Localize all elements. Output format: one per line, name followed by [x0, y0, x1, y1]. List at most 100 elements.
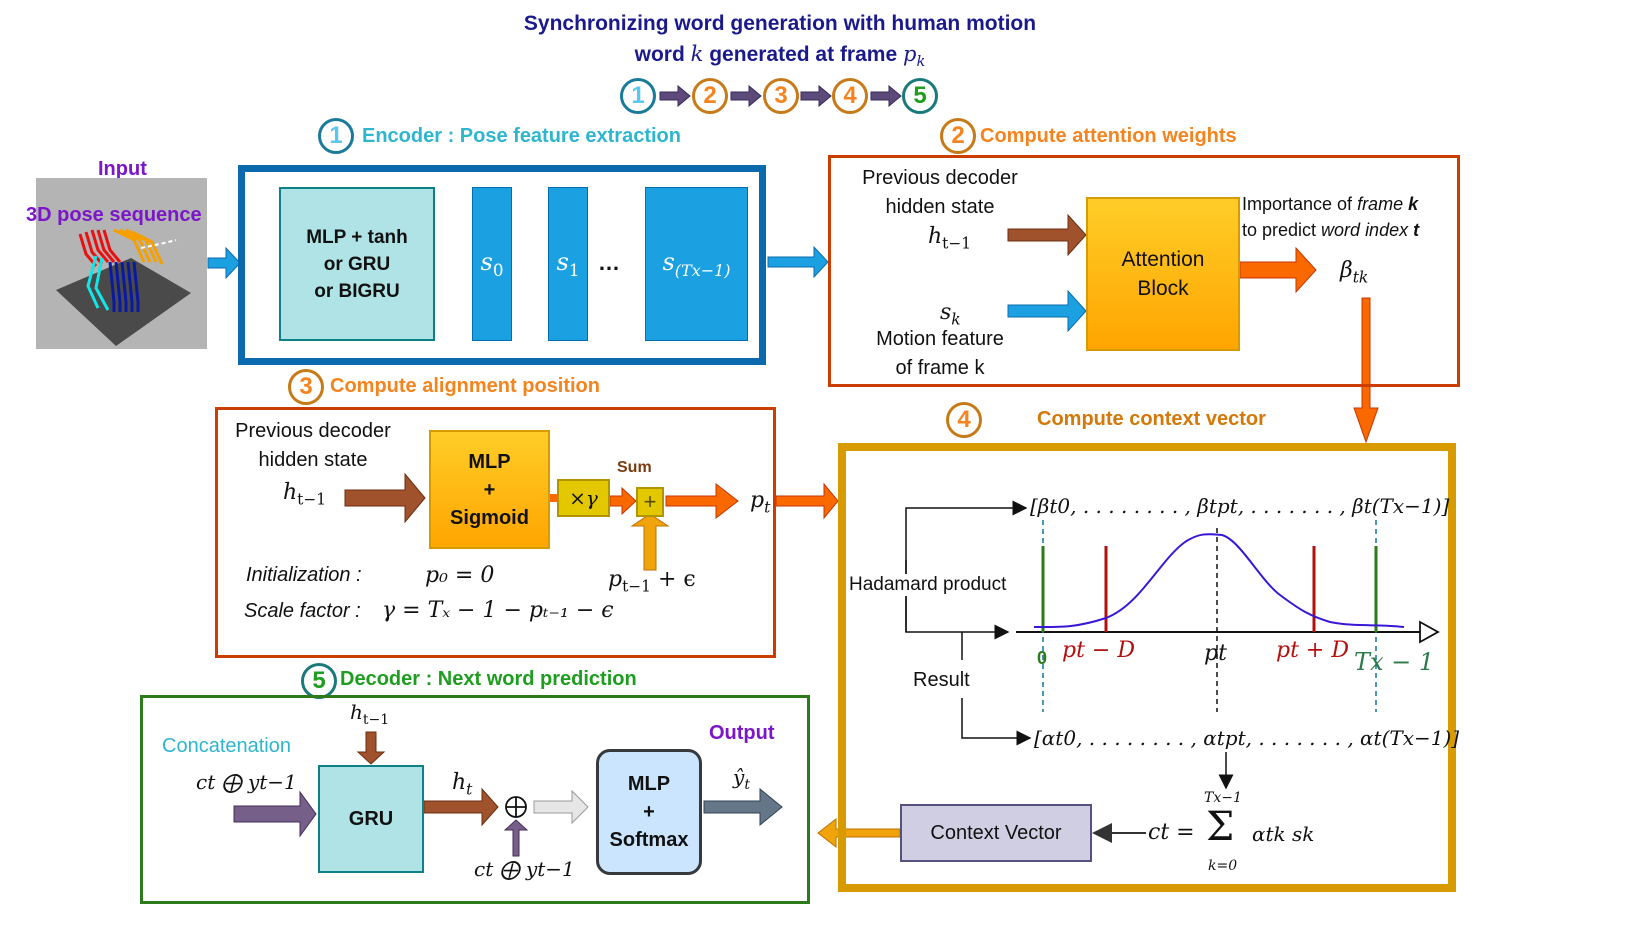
input-to-encoder-arrow [207, 246, 241, 280]
diagram-title: Synchronizing word generation with human… [440, 12, 1120, 70]
alpha-vector: [αt0, . . . . . . . . , αtpt, . . . . . … [1034, 726, 1460, 750]
oplus-to-softmax-arrow [533, 789, 589, 825]
pt-to-context-arrow [775, 482, 839, 520]
gru-to-oplus-arrow [423, 787, 499, 827]
step-arrow-1-2 [659, 84, 691, 108]
step-arrow-3-4 [800, 84, 832, 108]
input-label: Input [98, 158, 147, 180]
y-hat: ŷt [733, 765, 750, 793]
beta-vector: [βt0, . . . . . . . . , βtpt, . . . . . … [1030, 494, 1450, 518]
attention-block: Attention Block [1086, 197, 1240, 351]
hadamard-label: Hadamard product [849, 574, 1007, 596]
attention-motion-label: Motion feature of frame k [876, 328, 1004, 379]
beta-tk: βtk [1340, 258, 1369, 287]
scale-formula: γ = Tₓ − 1 − pₜ₋₁ − ϵ [382, 598, 614, 623]
pose-skeleton-icon [56, 228, 191, 346]
init-formula: p₀ = 0 [425, 563, 495, 588]
step-badge-3: 3 [763, 78, 799, 114]
mlp-sigmoid-block: MLP + Sigmoid [429, 430, 550, 549]
s-to-attention-arrow [1007, 289, 1087, 333]
result-line [961, 698, 1032, 746]
feature-ellipsis: … [598, 250, 620, 275]
title-line-2: word k generated at frame pk [634, 42, 926, 71]
attention-h-prev: ht−1 [928, 224, 972, 253]
step-arrows [659, 84, 902, 108]
context-frame [838, 443, 1456, 892]
mlp-softmax-block: MLP + Softmax [596, 749, 702, 875]
title-line-1: Synchronizing word generation with human… [523, 12, 1037, 35]
pprev-to-sum-arrow [630, 513, 670, 571]
context-to-decoder-arrow [817, 817, 901, 849]
feature-s1: s1 [548, 187, 588, 341]
encoder-to-attention-arrow [767, 245, 829, 279]
step-arrow-2-3 [730, 84, 762, 108]
attention-prev-label: Previous decoder hidden state [862, 167, 1018, 218]
formula-lower: k=0 [1208, 858, 1238, 874]
input-sublabel: 3D pose sequence [26, 204, 202, 226]
step-badge-1: 1 [620, 78, 656, 114]
pose-sequence-image [36, 178, 207, 349]
step-badge-decoder: 5 [301, 663, 337, 699]
context-formula: ct = Tx−1 Σ k=0 αtk sk [1148, 790, 1328, 880]
h-to-mlp-arrow [344, 472, 426, 524]
gru-block: GRU [318, 765, 424, 873]
sum-box: + [636, 487, 664, 517]
context-vector-box: Context Vector [900, 804, 1092, 862]
alignment-p-t: pt [750, 488, 771, 517]
concat-to-oplus-arrow [503, 819, 529, 857]
encoder-block: MLP + tanh or GRU or BIGRU [279, 187, 435, 341]
step-badge-alignment: 3 [288, 369, 324, 405]
scale-gamma-box: ×γ [557, 479, 610, 517]
scale-label: Scale factor : [244, 600, 361, 622]
attention-frame [828, 155, 1460, 387]
step-badge-2: 2 [692, 78, 728, 114]
attention-to-beta-arrow [1239, 246, 1317, 294]
result-label: Result [913, 669, 970, 692]
formula-rhs: αtk sk [1252, 822, 1315, 846]
decoder-frame [140, 695, 810, 904]
softmax-to-output-arrow [703, 787, 783, 827]
feature-s-last: s(Tx−1) [645, 187, 748, 341]
gaussian-curve [1033, 533, 1405, 629]
axis-label-zero: 0 [1037, 648, 1048, 668]
decoder-concat-formula: ct ⨁ yt−1 [474, 857, 575, 881]
step-badge-5: 5 [902, 78, 938, 114]
hprev-to-gru-arrow [356, 731, 386, 765]
alignment-frame [215, 407, 776, 658]
decoder-h-t: ht [452, 770, 473, 799]
h-to-attention-arrow [1007, 213, 1087, 257]
x-axis-arrowhead [1419, 620, 1440, 644]
formula-upper: Tx−1 [1204, 790, 1242, 806]
step-arrow-4-5 [870, 84, 902, 108]
step-badge-4: 4 [832, 78, 868, 114]
axis-label-center: pt [1204, 641, 1227, 666]
encoder-frame [238, 165, 766, 365]
axis-label-end: Tx − 1 [1354, 648, 1435, 676]
context-title: Compute context vector [1037, 408, 1266, 430]
scale-to-sum-arrow [609, 486, 637, 516]
alignment-title: Compute alignment position [330, 375, 600, 397]
beta-down-arrow [1353, 297, 1379, 444]
attention-s-k: sk [940, 300, 961, 329]
decoder-title: Decoder : Next word prediction [340, 668, 637, 690]
step-badge-encoder: 1 [318, 118, 354, 154]
decoder-h-prev: ht−1 [350, 700, 390, 728]
attention-title: Compute attention weights [980, 125, 1237, 147]
formula-sum: Σ [1206, 804, 1235, 850]
output-label: Output [709, 722, 775, 744]
alignment-p-prev: pt−1 + ϵ [608, 567, 696, 596]
mlp-to-scale-arrow [550, 494, 558, 502]
importance-label: Importance of frame k to predict word in… [1242, 194, 1420, 240]
alignment-prev-label: Previous decoder hidden state [235, 420, 391, 471]
init-label: Initialization : [246, 564, 362, 586]
step-badge-attention: 2 [940, 118, 976, 154]
decoder-input-formula: ct ⨁ yt−1 [196, 770, 297, 794]
axis-label-right: pt + D [1276, 638, 1349, 663]
sum-label: Sum [617, 459, 652, 476]
concat-label: Concatenation [162, 735, 291, 757]
feature-s0: s0 [472, 187, 512, 341]
sum-to-pt-arrow [665, 482, 739, 520]
formula-lhs: ct = [1148, 820, 1195, 845]
encoder-title: Encoder : Pose feature extraction [362, 125, 681, 147]
